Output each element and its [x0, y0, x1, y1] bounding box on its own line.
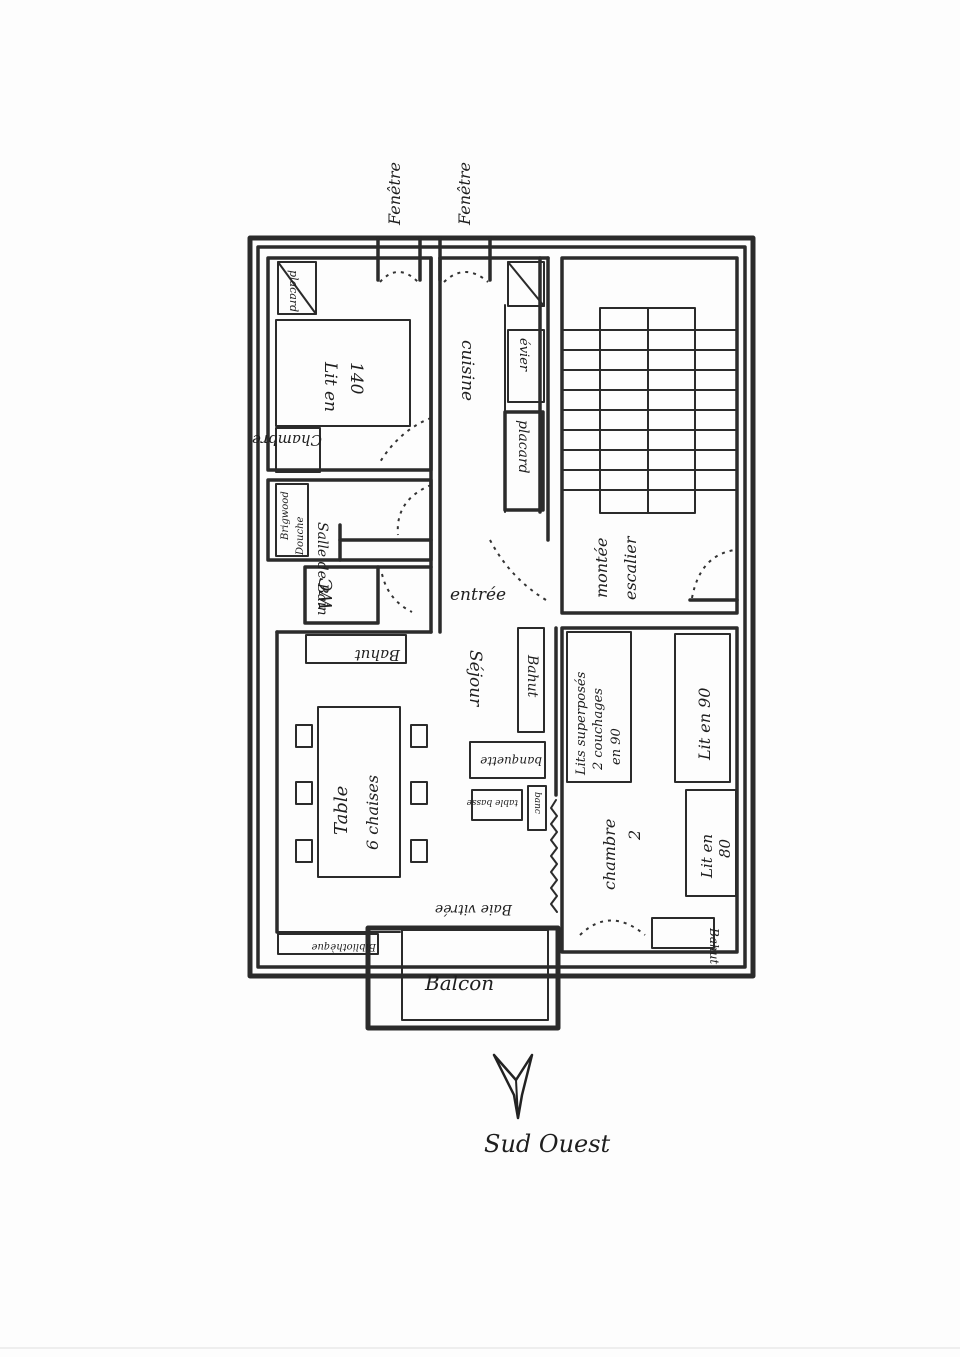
label-wc: WC: [316, 577, 337, 610]
label-douche: Douche: [295, 516, 306, 556]
banquette: [469, 741, 546, 779]
label-lit80-a: Lit en: [698, 834, 716, 879]
room-escalier: [560, 256, 739, 615]
label-placard-cuisine: placard: [515, 420, 531, 474]
lits-superposes: [566, 631, 632, 783]
room-cuisine: [438, 256, 550, 601]
label-escalier: escalier: [621, 535, 640, 600]
label-bahut-right: Bahut: [524, 654, 540, 698]
label-lit140-a: Lit en: [320, 361, 340, 412]
label-banc: banc: [532, 792, 542, 814]
label-bahut-chambre2: Bahut: [707, 927, 721, 964]
label-brigwood: Brigwood: [280, 491, 291, 541]
lit-90: [674, 633, 731, 783]
evier: [507, 329, 545, 403]
label-bibliotheque: Bibliothèque: [311, 941, 377, 952]
label-table-b: 6 chaises: [363, 775, 382, 850]
label-cuisine: cuisine: [457, 340, 477, 401]
room-chambre: [266, 256, 433, 473]
room-wc: [303, 256, 442, 634]
bahut-top: [305, 634, 407, 664]
label-lits-superposes-1: Lits superposés: [574, 671, 589, 776]
label-table-a: Table: [331, 786, 352, 835]
label-lit140-b: 140: [346, 362, 366, 395]
outer-walls: [247, 235, 756, 979]
lit-80: [685, 789, 737, 897]
label-sejour: Séjour: [465, 650, 485, 707]
label-entree: entrée: [450, 585, 506, 605]
banc: [527, 785, 547, 831]
label-lits-superposes-3: en 90: [609, 728, 624, 765]
label-chambre2-a: chambre: [600, 819, 619, 890]
bahut-right: [517, 627, 545, 733]
label-fenetre-2: Fenêtre: [455, 162, 474, 226]
label-orientation: Sud Ouest: [484, 1130, 611, 1158]
label-chambre: Chambre: [252, 431, 322, 449]
label-placard-chambre: placard: [287, 270, 300, 312]
window-markers: [376, 236, 492, 283]
table-basse: [471, 789, 523, 821]
label-balcon: Balcon: [424, 971, 494, 995]
label-evier: évier: [516, 338, 531, 372]
table: [317, 706, 401, 878]
label-lit90: Lit en 90: [695, 688, 714, 761]
label-salle-de-bain: Salle de Bain: [314, 522, 330, 615]
label-chambre2-b: 2: [625, 830, 644, 841]
label-baie-vitree: Baie vitrée: [435, 901, 513, 917]
room-salle-de-bain: [266, 478, 433, 562]
room-chambre-2: [550, 626, 739, 954]
room-sejour: [275, 627, 547, 955]
label-lit80-b: 80: [716, 838, 734, 858]
label-banquette: banquette: [480, 754, 542, 768]
label-lits-superposes-2: 2 couchages: [591, 688, 606, 771]
balcon: [365, 925, 561, 1031]
bahut-chambre2: [651, 917, 715, 949]
bed-140: [275, 319, 411, 427]
compass-arrow-icon: [492, 1053, 534, 1120]
label-fenetre-1: Fenêtre: [385, 162, 404, 226]
label-bahut-top: Bahut: [354, 646, 401, 664]
label-montee: montée: [592, 538, 611, 598]
chairs: [295, 724, 428, 863]
label-table-basse: table basse: [467, 797, 519, 807]
